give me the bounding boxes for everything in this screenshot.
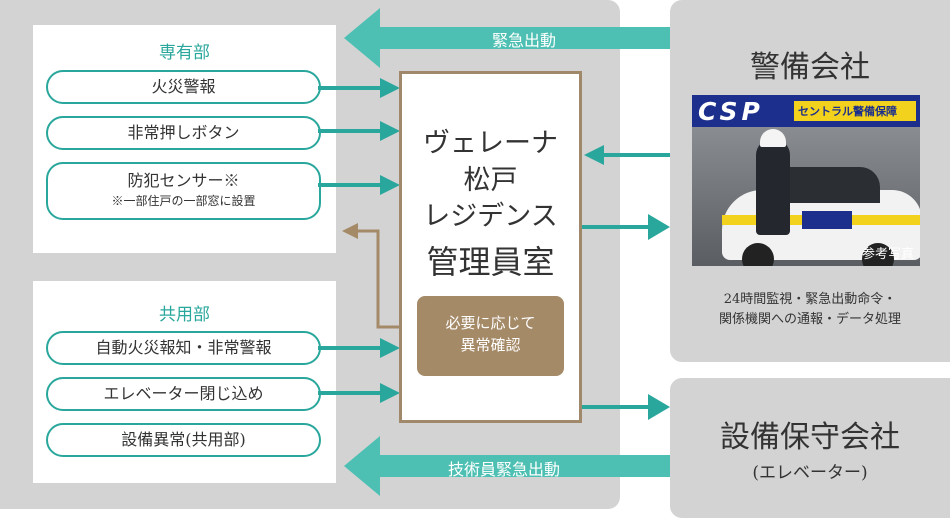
csp-logo: CSP bbox=[698, 97, 764, 126]
technician-dispatch-arrow bbox=[344, 436, 670, 496]
private-section-title: 専有部 bbox=[159, 43, 210, 63]
emergency-button-label: 非常押しボタン bbox=[127, 123, 240, 142]
security-photo: CSP セントラル警備保障 参考写真 bbox=[692, 95, 920, 266]
input-arrow-3 bbox=[380, 175, 400, 195]
photo-brand-label: セントラル警備保障 bbox=[794, 101, 916, 121]
private-section-box: 専有部 火災警報 非常押しボタン 防犯センサー※ ※一部住戸の一部窓に設置 bbox=[33, 25, 336, 253]
common-section-title: 共用部 bbox=[159, 305, 210, 325]
emergency-dispatch-label: 緊急出動 bbox=[492, 31, 557, 50]
check-line2: 異常確認 bbox=[460, 336, 521, 354]
input-arrow-4 bbox=[380, 338, 400, 358]
maintenance-company-title: 設備保守会社 bbox=[720, 420, 900, 455]
emergency-button-item: 非常押しボタン bbox=[46, 116, 321, 150]
fire-alarm-label: 火災警報 bbox=[151, 77, 216, 96]
residence-name-line1: ヴェレーナ bbox=[423, 128, 558, 159]
check-arrow-head bbox=[342, 223, 358, 239]
photo-brand: セントラル警備保障 bbox=[798, 105, 897, 118]
security-sensor-label: 防犯センサー※ bbox=[127, 171, 240, 190]
elevator-trap-item: エレベーター閉じ込め bbox=[46, 377, 321, 411]
residence-name-line2: 松戸 bbox=[463, 165, 518, 196]
security-sensor-note: ※一部住戸の一部窓に設置 bbox=[111, 194, 256, 208]
input-arrow-2 bbox=[380, 121, 400, 141]
guard-figure bbox=[756, 139, 790, 235]
elevator-trap-label: エレベーター閉じ込め bbox=[103, 384, 264, 403]
car-logo bbox=[802, 211, 852, 229]
auto-fire-alarm-item: 自動火災報知・非常警報 bbox=[46, 331, 321, 365]
center-to-security-arrow bbox=[648, 214, 670, 240]
photo-caption: 参考写真 bbox=[861, 247, 914, 262]
residence-name-line3: レジデンス bbox=[423, 201, 558, 232]
security-company-title: 警備会社 bbox=[750, 50, 870, 85]
input-arrow-5 bbox=[380, 383, 400, 403]
security-desc-line1: 24時間監視・緊急出動命令・ bbox=[723, 292, 897, 307]
check-arrow-line bbox=[355, 229, 417, 329]
equipment-fault-item: 設備異常(共用部) bbox=[46, 423, 321, 457]
security-desc-line2: 関係機関への通報・データ処理 bbox=[718, 312, 901, 327]
abnormality-check-box: 必要に応じて 異常確認 bbox=[417, 296, 564, 376]
emergency-dispatch-arrow bbox=[344, 8, 670, 68]
maintenance-company-panel bbox=[670, 378, 950, 518]
auto-fire-alarm-label: 自動火災報知・非常警報 bbox=[95, 338, 272, 357]
security-sensor-item: 防犯センサー※ ※一部住戸の一部窓に設置 bbox=[46, 162, 321, 220]
security-to-center-arrow bbox=[584, 145, 604, 165]
check-line1: 必要に応じて bbox=[445, 314, 536, 332]
technician-dispatch-label: 技術員緊急出動 bbox=[448, 460, 561, 479]
car-wheel-2 bbox=[862, 243, 894, 266]
car-wheel-1 bbox=[742, 243, 774, 266]
input-arrow-1 bbox=[380, 78, 400, 98]
equipment-fault-label: 設備異常(共用部) bbox=[121, 430, 246, 449]
manager-room-label: 管理員室 bbox=[426, 243, 555, 281]
photo-sign: CSP セントラル警備保障 bbox=[692, 95, 920, 127]
maintenance-company-subtitle: (エレベーター) bbox=[752, 463, 868, 483]
fire-alarm-item: 火災警報 bbox=[46, 70, 321, 104]
common-section-box: 共用部 自動火災報知・非常警報 エレベーター閉じ込め 設備異常(共用部) bbox=[33, 281, 336, 483]
center-to-maintenance-arrow bbox=[648, 394, 670, 420]
guard-helmet bbox=[760, 129, 786, 147]
